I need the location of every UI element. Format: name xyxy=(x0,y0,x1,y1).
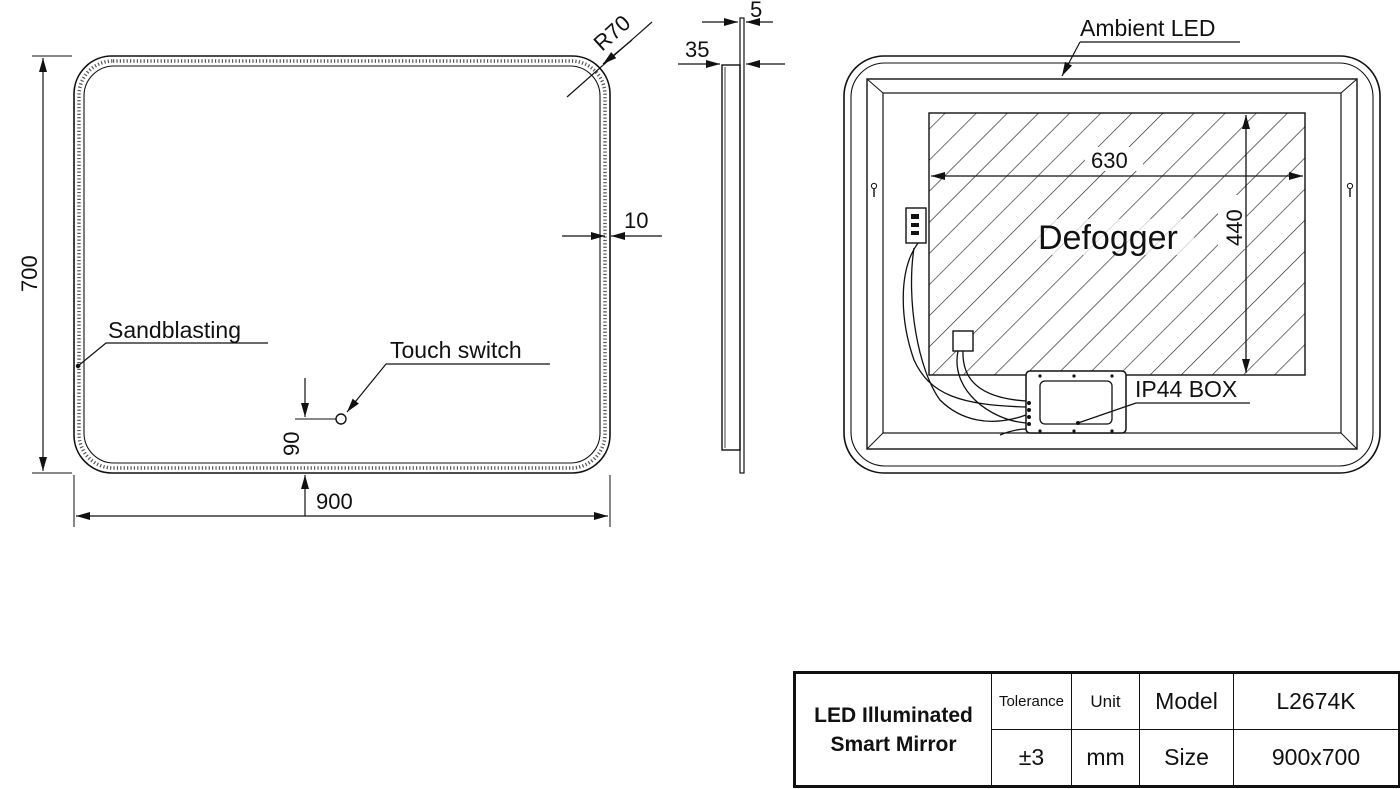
sandblasting-leader xyxy=(77,342,268,367)
height-label: 700 xyxy=(17,255,42,292)
frame-corner-br xyxy=(1340,432,1358,450)
back-outer-outline-inner xyxy=(850,62,1374,467)
wire xyxy=(956,350,1027,424)
radius-label: R70 xyxy=(589,10,636,56)
unit-value: mm xyxy=(1071,729,1140,787)
defogger-height-label-bg xyxy=(1218,195,1246,249)
frame-corner-bl xyxy=(866,432,884,450)
back-view: Ambient LED 630 440 Defogger xyxy=(843,15,1381,474)
tolerance-header: Tolerance xyxy=(991,672,1072,730)
radius-arrow xyxy=(602,39,633,65)
size-header: Size xyxy=(1139,729,1234,787)
side-view: 5 35 xyxy=(678,0,785,474)
ip44-box xyxy=(1025,370,1127,434)
junction-box xyxy=(952,330,974,352)
sandblasting-leader-dot xyxy=(75,363,81,369)
wire xyxy=(962,350,1027,402)
defogger-height-label: 440 xyxy=(1222,209,1247,246)
title-block: LED Illuminated Smart Mirror Tolerance U… xyxy=(793,671,1400,788)
product-name-line1: LED Illuminated xyxy=(814,703,973,727)
model-header: Model xyxy=(1139,672,1234,730)
product-name-line2: Smart Mirror xyxy=(830,732,957,756)
defogger-width-label-bg xyxy=(1085,147,1143,171)
ip44-label-bg xyxy=(1133,377,1251,401)
front-view: R70 10 700 900 Sandblasting Touch switch… xyxy=(17,10,662,527)
hanging-hole-icon xyxy=(870,182,878,197)
unit-header: Unit xyxy=(1071,672,1140,730)
defogger-label-bg xyxy=(1036,219,1194,255)
ambient-led-leader-arrow xyxy=(1061,41,1081,77)
depth-label: 35 xyxy=(685,37,709,62)
touch-switch-label: Touch switch xyxy=(390,337,522,363)
product-name-cell: LED Illuminated Smart Mirror xyxy=(794,672,992,787)
frame-corner-tr xyxy=(1340,78,1358,94)
defogger-label: Defogger xyxy=(1038,219,1178,257)
model-value: L2674K xyxy=(1233,672,1400,730)
ambient-led-label: Ambient LED xyxy=(1080,15,1216,41)
glass-thickness-label: 5 xyxy=(750,0,762,22)
touch-switch-leader-arrow xyxy=(346,363,387,413)
side-glass xyxy=(739,17,745,474)
mirror-outline xyxy=(73,55,611,474)
border-width-label: 10 xyxy=(624,208,648,233)
ip44-box-inner xyxy=(1039,380,1113,425)
back-frame-outer xyxy=(866,78,1358,450)
width-label: 900 xyxy=(316,489,353,514)
size-value: 900x700 xyxy=(1233,729,1400,787)
wire xyxy=(999,428,1027,436)
defogger-width-label: 630 xyxy=(1091,148,1128,173)
mirror-inner-edge xyxy=(83,65,601,464)
touch-switch-icon xyxy=(335,413,347,425)
wire xyxy=(902,242,1027,408)
hanging-hole-icon xyxy=(1346,182,1354,197)
frame-corner-tl xyxy=(866,78,884,94)
wire xyxy=(910,247,1027,422)
ip44-leader xyxy=(1077,402,1137,424)
switch-offset-label: 90 xyxy=(279,432,304,456)
sandblasting-band xyxy=(77,59,607,470)
sandblasting-label: Sandblasting xyxy=(108,317,241,343)
tolerance-value: ±3 xyxy=(991,729,1072,787)
ip44-box-label: IP44 BOX xyxy=(1135,376,1237,402)
back-outer-outline xyxy=(843,55,1381,474)
